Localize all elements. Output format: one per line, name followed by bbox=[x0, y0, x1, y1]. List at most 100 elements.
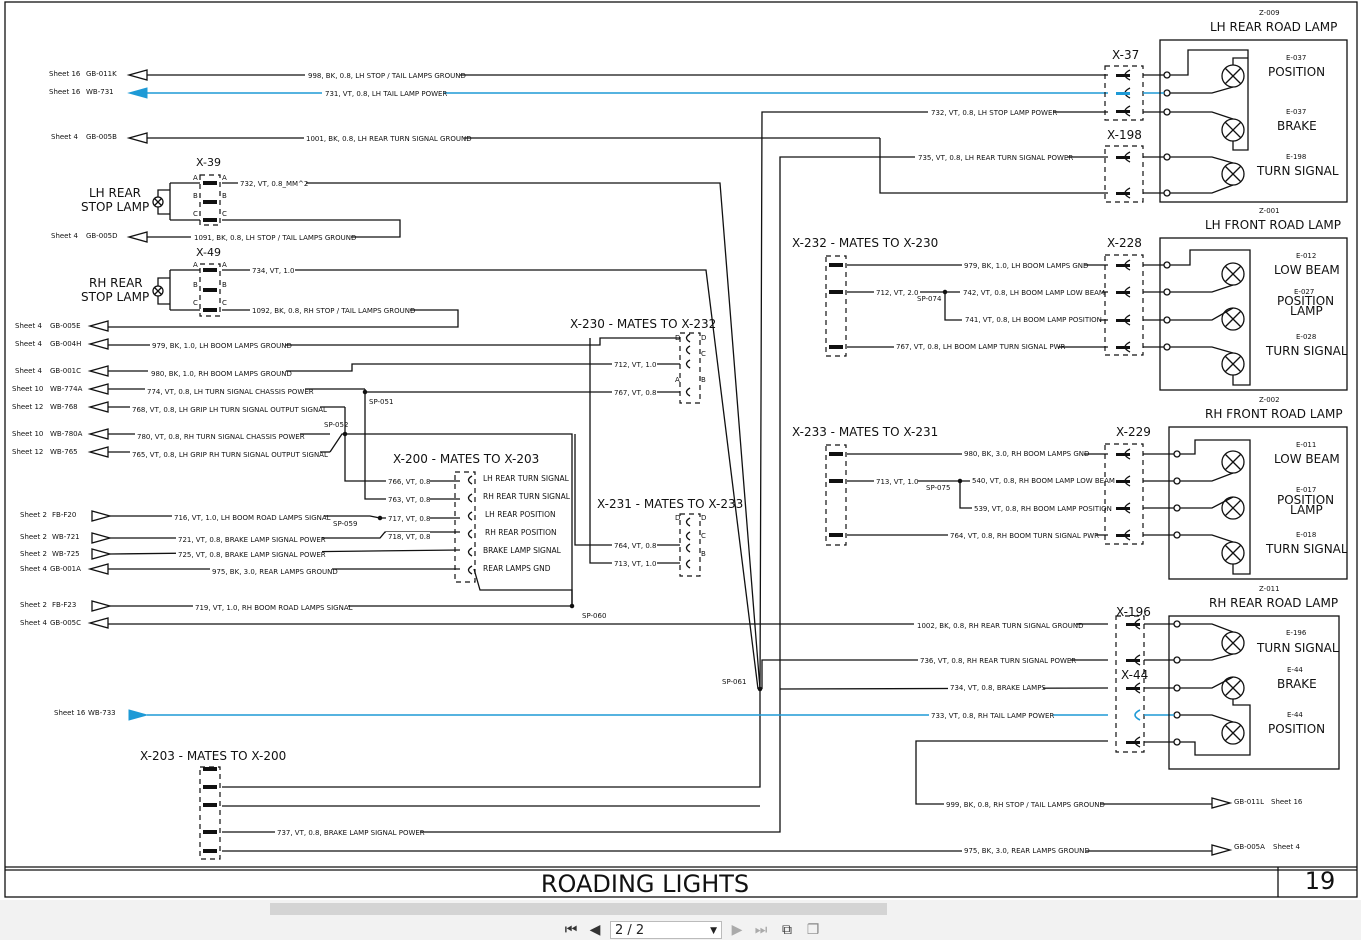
svg-text:TURN SIGNAL: TURN SIGNAL bbox=[1256, 164, 1339, 178]
page-title: ROADING LIGHTS bbox=[541, 870, 749, 898]
svg-text:POSITION: POSITION bbox=[1268, 722, 1325, 736]
svg-text:RH REAR POSITION: RH REAR POSITION bbox=[485, 528, 557, 537]
next-page-icon[interactable]: ▶ bbox=[731, 922, 743, 938]
svg-text:LH REAR ROAD LAMP: LH REAR ROAD LAMP bbox=[1210, 20, 1337, 34]
svg-text:E-44: E-44 bbox=[1287, 711, 1303, 719]
svg-text:E-018: E-018 bbox=[1296, 531, 1316, 539]
svg-text:X-232 - MATES TO X-230: X-232 - MATES TO X-230 bbox=[792, 236, 938, 250]
page-select[interactable]: 2 / 2 ▼ bbox=[610, 921, 722, 939]
svg-text:999, BK, 0.8, RH STOP / TAIL L: 999, BK, 0.8, RH STOP / TAIL LAMPS GROUN… bbox=[946, 801, 1105, 809]
svg-text:731, VT, 0.8, LH TAIL LAMP POW: 731, VT, 0.8, LH TAIL LAMP POWER bbox=[325, 90, 447, 98]
svg-text:TURN SIGNAL: TURN SIGNAL bbox=[1265, 542, 1348, 556]
svg-text:X-44: X-44 bbox=[1121, 668, 1148, 682]
svg-text:REAR LAMPS GND: REAR LAMPS GND bbox=[483, 564, 551, 573]
svg-text:TURN SIGNAL: TURN SIGNAL bbox=[1265, 344, 1348, 358]
svg-text:Sheet 4: Sheet 4 bbox=[15, 367, 42, 375]
svg-text:732, VT, 0.8_MM^2: 732, VT, 0.8_MM^2 bbox=[240, 180, 308, 188]
svg-text:A: A bbox=[222, 174, 227, 182]
svg-text:719, VT, 1.0, RH BOOM ROAD LAM: 719, VT, 1.0, RH BOOM ROAD LAMPS SIGNAL bbox=[195, 604, 353, 612]
svg-text:Sheet 16: Sheet 16 bbox=[49, 88, 81, 96]
svg-text:763, VT, 0.8: 763, VT, 0.8 bbox=[388, 496, 430, 504]
prev-page-icon[interactable]: ◀ bbox=[589, 922, 601, 938]
svg-text:FB-F23: FB-F23 bbox=[52, 601, 76, 609]
svg-text:FB-F20: FB-F20 bbox=[52, 511, 76, 519]
svg-text:TURN SIGNAL: TURN SIGNAL bbox=[1256, 641, 1339, 655]
svg-text:Sheet 4: Sheet 4 bbox=[1273, 843, 1300, 851]
svg-text:E-198: E-198 bbox=[1286, 153, 1306, 161]
svg-text:POSITION: POSITION bbox=[1277, 493, 1334, 507]
svg-text:B: B bbox=[193, 281, 198, 289]
horizontal-scrollbar[interactable] bbox=[270, 903, 887, 915]
connector-x200: X-200 - MATES TO X-203 LH REAR TURN SIGN… bbox=[393, 452, 571, 583]
svg-text:E-028: E-028 bbox=[1296, 333, 1316, 341]
svg-text:Sheet 4: Sheet 4 bbox=[20, 565, 47, 573]
svg-text:1001, BK, 0.8, LH REAR TURN SI: 1001, BK, 0.8, LH REAR TURN SIGNAL GROUN… bbox=[306, 135, 472, 143]
svg-text:Z-009: Z-009 bbox=[1259, 9, 1280, 17]
svg-text:RH FRONT ROAD LAMP: RH FRONT ROAD LAMP bbox=[1205, 407, 1343, 421]
svg-text:E-44: E-44 bbox=[1287, 666, 1303, 674]
svg-text:Sheet 4: Sheet 4 bbox=[15, 322, 42, 330]
svg-text:Sheet 10: Sheet 10 bbox=[12, 430, 43, 438]
svg-text:Sheet 16: Sheet 16 bbox=[54, 709, 86, 717]
svg-text:975, BK, 3.0, REAR LAMPS GROUN: 975, BK, 3.0, REAR LAMPS GROUND bbox=[964, 847, 1090, 855]
svg-text:C: C bbox=[193, 299, 198, 307]
svg-text:B: B bbox=[222, 281, 227, 289]
connector-x232: X-232 - MATES TO X-230 bbox=[792, 236, 938, 357]
svg-text:RH REAR TURN SIGNAL: RH REAR TURN SIGNAL bbox=[483, 492, 571, 501]
svg-text:774, VT, 0.8, LH TURN SIGNAL C: 774, VT, 0.8, LH TURN SIGNAL CHASSIS POW… bbox=[147, 388, 314, 396]
svg-text:WB-780A: WB-780A bbox=[50, 430, 83, 438]
svg-text:539, VT, 0.8, RH BOOM LAMP POS: 539, VT, 0.8, RH BOOM LAMP POSITION bbox=[974, 505, 1112, 513]
svg-text:980, BK, 3.0, RH BOOM LAMPS GN: 980, BK, 3.0, RH BOOM LAMPS GND bbox=[964, 450, 1089, 458]
svg-text:D: D bbox=[675, 514, 680, 522]
first-page-icon[interactable]: ⏮ bbox=[564, 922, 578, 938]
svg-text:POSITION: POSITION bbox=[1277, 294, 1334, 308]
svg-text:735, VT, 0.8, LH REAR TURN SIG: 735, VT, 0.8, LH REAR TURN SIGNAL POWER bbox=[918, 154, 1073, 162]
svg-text:712, VT, 2.0: 712, VT, 2.0 bbox=[876, 289, 918, 297]
svg-text:SP-060: SP-060 bbox=[582, 612, 606, 620]
svg-text:Sheet 16: Sheet 16 bbox=[1271, 798, 1303, 806]
svg-text:C: C bbox=[701, 532, 706, 540]
svg-text:A: A bbox=[193, 261, 198, 269]
svg-text:B: B bbox=[701, 376, 706, 384]
svg-text:D: D bbox=[701, 514, 706, 522]
svg-text:979, BK, 1.0, LH BOOM LAMPS GN: 979, BK, 1.0, LH BOOM LAMPS GND bbox=[964, 262, 1088, 270]
svg-text:BRAKE LAMP SIGNAL: BRAKE LAMP SIGNAL bbox=[483, 546, 562, 555]
svg-text:733, VT, 0.8, RH TAIL LAMP POW: 733, VT, 0.8, RH TAIL LAMP POWER bbox=[931, 712, 1054, 720]
svg-text:B: B bbox=[222, 192, 227, 200]
svg-text:765, VT, 0.8, LH GRIP RH TURN: 765, VT, 0.8, LH GRIP RH TURN SIGNAL OUT… bbox=[132, 451, 328, 459]
svg-text:Z-002: Z-002 bbox=[1259, 396, 1280, 404]
last-page-icon[interactable]: ⏭ bbox=[754, 922, 768, 938]
svg-text:Z-001: Z-001 bbox=[1259, 207, 1280, 215]
svg-text:WB-731: WB-731 bbox=[86, 88, 114, 96]
fit-page-icon[interactable]: ⧉ bbox=[782, 922, 792, 938]
svg-text:742, VT, 0.8, LH BOOM LAMP LOW: 742, VT, 0.8, LH BOOM LAMP LOW BEAM bbox=[963, 289, 1105, 297]
svg-text:Sheet 4: Sheet 4 bbox=[51, 133, 78, 141]
connector-x196: X-196 X-44 bbox=[1115, 605, 1181, 753]
chevron-down-icon: ▼ bbox=[710, 926, 717, 936]
svg-text:Z-011: Z-011 bbox=[1259, 585, 1280, 593]
svg-text:X-49: X-49 bbox=[196, 246, 221, 259]
svg-text:LOW BEAM: LOW BEAM bbox=[1274, 452, 1340, 466]
fit-width-icon[interactable]: ❐ bbox=[806, 922, 820, 938]
svg-text:767, VT, 0.8: 767, VT, 0.8 bbox=[614, 389, 656, 397]
svg-text:GB-011K: GB-011K bbox=[86, 70, 117, 78]
left-references: Sheet 16 GB-011K Sheet 16 WB-731 Sheet 4 GB… bbox=[12, 69, 1303, 856]
svg-text:GB-005E: GB-005E bbox=[50, 322, 81, 330]
svg-text:764, VT, 0.8: 764, VT, 0.8 bbox=[614, 542, 656, 550]
svg-text:741, VT, 0.8, LH BOOM LAMP POS: 741, VT, 0.8, LH BOOM LAMP POSITION bbox=[965, 316, 1102, 324]
svg-text:718, VT, 0.8: 718, VT, 0.8 bbox=[388, 533, 430, 541]
svg-text:D: D bbox=[701, 334, 706, 342]
svg-text:X-37: X-37 bbox=[1112, 48, 1139, 62]
svg-text:LH REAR: LH REAR bbox=[89, 186, 141, 200]
svg-text:Sheet 4: Sheet 4 bbox=[20, 619, 47, 627]
svg-text:1091, BK, 0.8, LH STOP / TAIL: 1091, BK, 0.8, LH STOP / TAIL LAMPS GROU… bbox=[194, 234, 356, 242]
svg-text:736, VT, 0.8, RH REAR TURN SIG: 736, VT, 0.8, RH REAR TURN SIGNAL POWER bbox=[920, 657, 1076, 665]
svg-text:WB-725: WB-725 bbox=[52, 550, 80, 558]
svg-text:E-037: E-037 bbox=[1286, 108, 1306, 116]
svg-text:RH REAR ROAD LAMP: RH REAR ROAD LAMP bbox=[1209, 596, 1338, 610]
svg-text:1002, BK, 0.8, RH REAR TURN SI: 1002, BK, 0.8, RH REAR TURN SIGNAL GROUN… bbox=[917, 622, 1084, 630]
svg-text:STOP LAMP: STOP LAMP bbox=[81, 290, 149, 304]
